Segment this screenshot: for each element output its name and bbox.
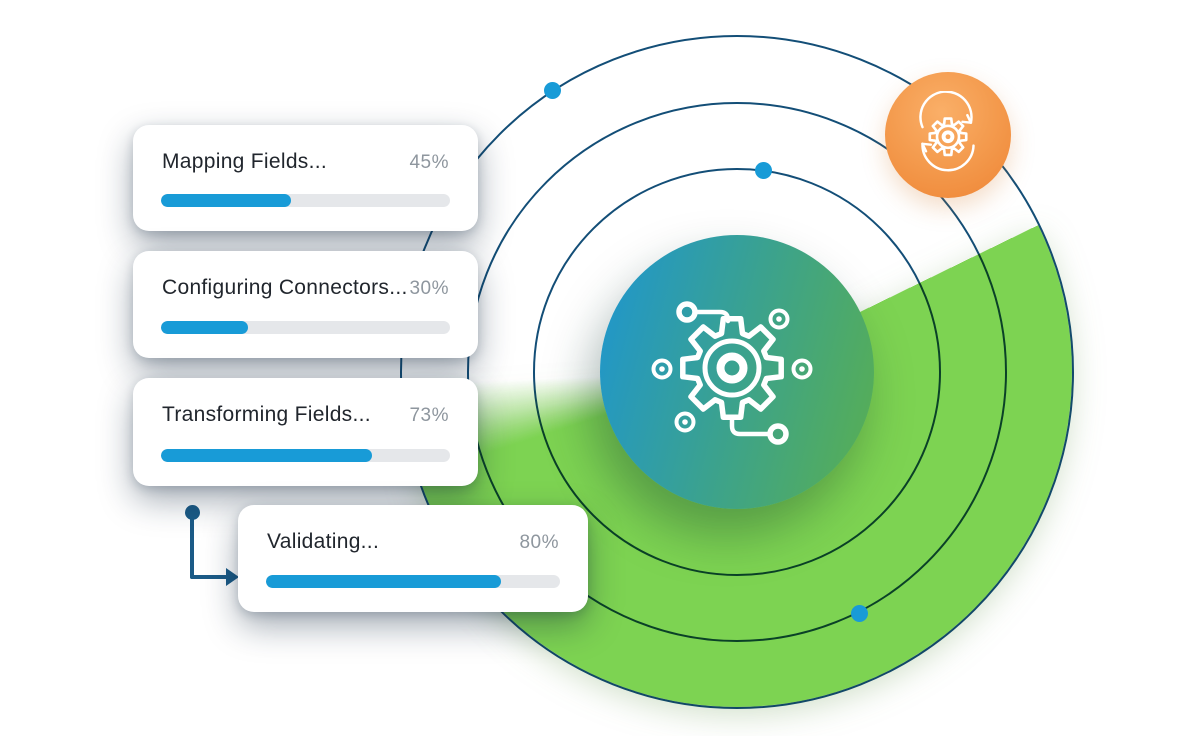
gear-network-icon: [651, 301, 813, 445]
orange-sync-badge: [885, 72, 1011, 198]
orbit-dot: [544, 82, 561, 99]
progress-fill: [266, 575, 502, 588]
card-percent: 80%: [519, 532, 559, 553]
card-percent: 30%: [409, 278, 449, 299]
card-label: Validating...: [267, 530, 380, 553]
arrow-right-icon: [226, 568, 239, 586]
connector-line-horizontal: [190, 575, 228, 579]
connector-line-vertical: [190, 515, 194, 579]
progress-fill: [161, 194, 292, 207]
orbit-dot: [851, 605, 868, 622]
center-gradient-circle: [600, 235, 874, 509]
orbit-ring-inner: [533, 168, 941, 576]
connector-dot: [185, 505, 200, 520]
progress-track: [266, 575, 560, 588]
card-label: Mapping Fields...: [162, 150, 328, 173]
progress-track: [161, 321, 450, 334]
progress-card-configuring-connectors: Configuring Connectors... 30%: [133, 251, 478, 358]
progress-track: [161, 449, 450, 462]
progress-fill: [161, 449, 372, 462]
orbit-ring-outer: [400, 35, 1074, 709]
card-label: Transforming Fields...: [162, 403, 371, 426]
card-percent: 45%: [409, 152, 449, 173]
progress-card-validating: Validating... 80%: [238, 505, 588, 612]
progress-track: [161, 194, 450, 207]
orbit-dot: [755, 162, 772, 179]
progress-card-transforming-fields: Transforming Fields... 73%: [133, 378, 478, 486]
card-label: Configuring Connectors...: [162, 276, 408, 299]
progress-card-mapping-fields: Mapping Fields... 45%: [133, 125, 478, 231]
gear-sync-icon: [919, 91, 975, 172]
progress-fill: [161, 321, 248, 334]
orbit-ring-middle: [467, 102, 1007, 642]
card-percent: 73%: [409, 405, 449, 426]
